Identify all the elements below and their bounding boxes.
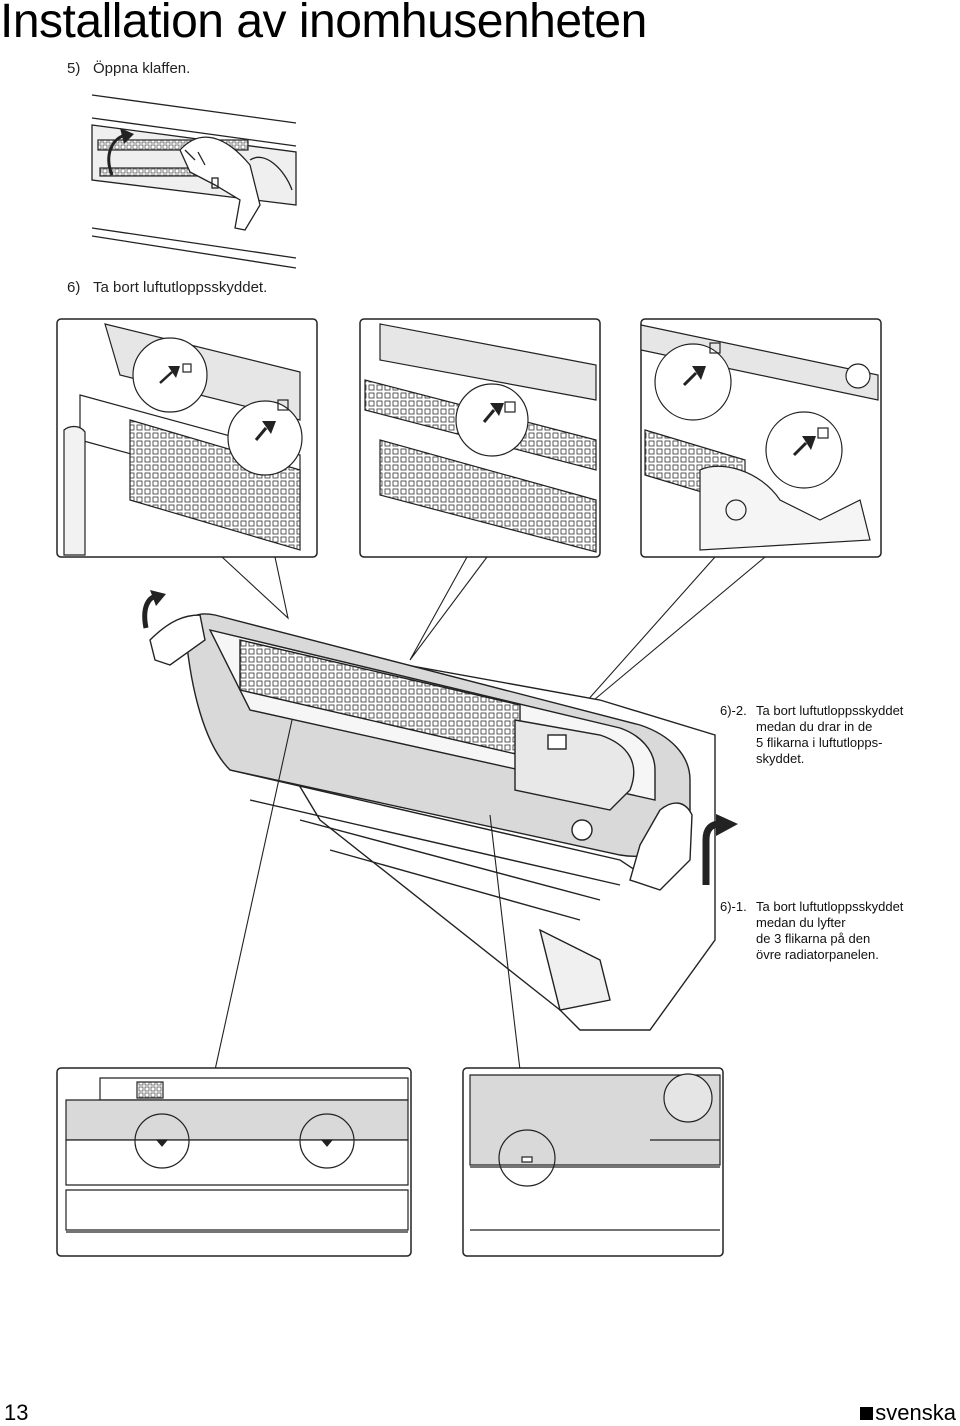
note-6-1-number: 6)-1. bbox=[720, 899, 747, 914]
step-5-text: Öppna klaffen. bbox=[93, 60, 191, 77]
note-6-2: 6)-2. Ta bort luftutloppsskyddet medan du… bbox=[720, 703, 903, 767]
note-6-2-line-1: Ta bort luftutloppsskyddet bbox=[756, 703, 904, 718]
detail-panel-5 bbox=[462, 1067, 724, 1257]
note-6-2-line-3: 5 flikarna i luftutlopps- bbox=[756, 735, 883, 750]
open-flap-illustration bbox=[91, 94, 297, 269]
page-number: 13 bbox=[4, 1400, 29, 1425]
note-6-1-line-2: medan du lyfter bbox=[756, 915, 846, 930]
note-6-1-line-1: Ta bort luftutloppsskyddet bbox=[756, 899, 904, 914]
note-6-1-line-3: de 3 flikarna på den bbox=[756, 931, 871, 946]
step-6-text: Ta bort luftutloppsskyddet. bbox=[93, 279, 268, 296]
page-title: Installation av inomhusenheten bbox=[0, 0, 647, 48]
detail-panel-1 bbox=[56, 318, 318, 558]
step-6: 6) Ta bort luftutloppsskyddet. bbox=[67, 279, 267, 296]
note-6-2-line-2: medan du drar in de bbox=[756, 719, 873, 734]
note-6-2-number: 6)-2. bbox=[720, 703, 747, 718]
step-6-number: 6) bbox=[67, 279, 81, 296]
note-6-1: 6)-1. Ta bort luftutloppsskyddet medan du… bbox=[720, 899, 903, 963]
language-text: svenska bbox=[875, 1400, 956, 1425]
step-5-number: 5) bbox=[67, 60, 81, 77]
note-6-1-line-4: övre radiatorpanelen. bbox=[756, 947, 879, 962]
square-bullet-icon bbox=[860, 1406, 874, 1420]
step-5: 5) Öppna klaffen. bbox=[67, 60, 190, 77]
language-label: svenska bbox=[860, 1400, 956, 1426]
note-6-2-line-4: skyddet. bbox=[756, 751, 805, 766]
detail-panel-3 bbox=[640, 318, 882, 558]
main-unit-illustration bbox=[142, 590, 738, 1031]
detail-panel-4 bbox=[56, 1067, 412, 1257]
detail-panel-2 bbox=[359, 318, 601, 558]
